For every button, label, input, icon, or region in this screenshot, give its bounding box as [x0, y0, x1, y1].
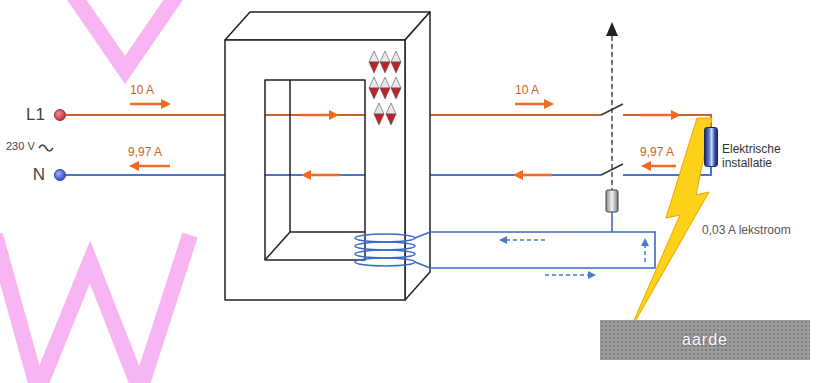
domain-bottom [369, 88, 379, 99]
arrow-head [499, 236, 507, 244]
domain-top [391, 77, 401, 88]
current-label: 10 A [130, 84, 154, 98]
current-arrow [640, 114, 672, 117]
ac-symbol [39, 145, 53, 151]
arrow-head [641, 238, 649, 246]
current-arrow [138, 165, 170, 168]
terminal-dot: N [54, 169, 66, 181]
coil-lead [415, 232, 655, 268]
arrow-head [588, 271, 596, 279]
watermark-stroke [0, 235, 190, 383]
switch-linkage [611, 36, 612, 190]
current-arrow [130, 103, 162, 106]
arrow-head [641, 161, 651, 171]
trip-mechanism [601, 22, 623, 212]
installation-symbol: Elektrische installatie [704, 127, 718, 167]
current-arrow [310, 174, 340, 177]
domain-bottom [391, 88, 401, 99]
domain-bottom [374, 114, 384, 125]
coil-turn [355, 258, 415, 266]
terminal-label: L1 [26, 105, 45, 125]
core-front-face [225, 40, 405, 300]
leakage-label: 0,03 A lekstroom [702, 224, 791, 238]
domain-top [380, 51, 390, 62]
magnetic-domains [369, 51, 401, 125]
dashed-arrow [644, 246, 646, 262]
core-window-edges [265, 80, 365, 260]
lightning-bolt [628, 118, 712, 334]
arrow-head [513, 170, 523, 180]
dashed-arrow [545, 274, 588, 276]
node-label: Elektrische installatie [722, 142, 804, 170]
earth-block: aarde [600, 320, 810, 360]
watermark-stroke [70, 0, 180, 70]
induced-current-arrows [499, 236, 649, 279]
toroid-core [225, 12, 430, 300]
arrow-head [129, 161, 139, 171]
trip-arrow-head [606, 22, 618, 36]
domain-bottom [386, 114, 396, 125]
terminal-dot: L1 [54, 109, 66, 121]
current-label: 9,97 A [128, 146, 162, 160]
current-arrow [522, 174, 552, 177]
sensing-coil [355, 212, 655, 268]
arrow-head [161, 99, 171, 109]
domain-top [369, 51, 379, 62]
earth-label: aarde [682, 331, 728, 349]
coil-turn [355, 234, 415, 242]
current-arrow [515, 103, 545, 106]
domain-bottom [380, 88, 390, 99]
current-label: 9,97 A [640, 146, 674, 160]
domain-top [386, 103, 396, 114]
domain-top [369, 77, 379, 88]
core-top-face [225, 12, 430, 40]
relay-lead [611, 212, 613, 232]
domain-top [380, 77, 390, 88]
current-arrows [129, 99, 681, 180]
coil-turn [355, 242, 415, 250]
domain-top [374, 103, 384, 114]
watermark [0, 0, 190, 383]
dashed-arrow [507, 239, 545, 241]
arrow-head [301, 170, 311, 180]
arrow-head [544, 99, 554, 109]
terminal-label: N [33, 165, 45, 185]
domain-bottom [369, 62, 379, 73]
current-arrow [300, 114, 330, 117]
relay-coil [606, 190, 618, 212]
current-label: 10 A [515, 84, 539, 98]
current-arrow [650, 165, 676, 168]
domain-bottom [380, 62, 390, 73]
arrow-head [329, 110, 339, 120]
domain-bottom [391, 62, 401, 73]
voltage-label: 230 V [6, 140, 35, 153]
domain-top [391, 51, 401, 62]
arrow-head [671, 110, 681, 120]
coil-turn [355, 250, 415, 258]
